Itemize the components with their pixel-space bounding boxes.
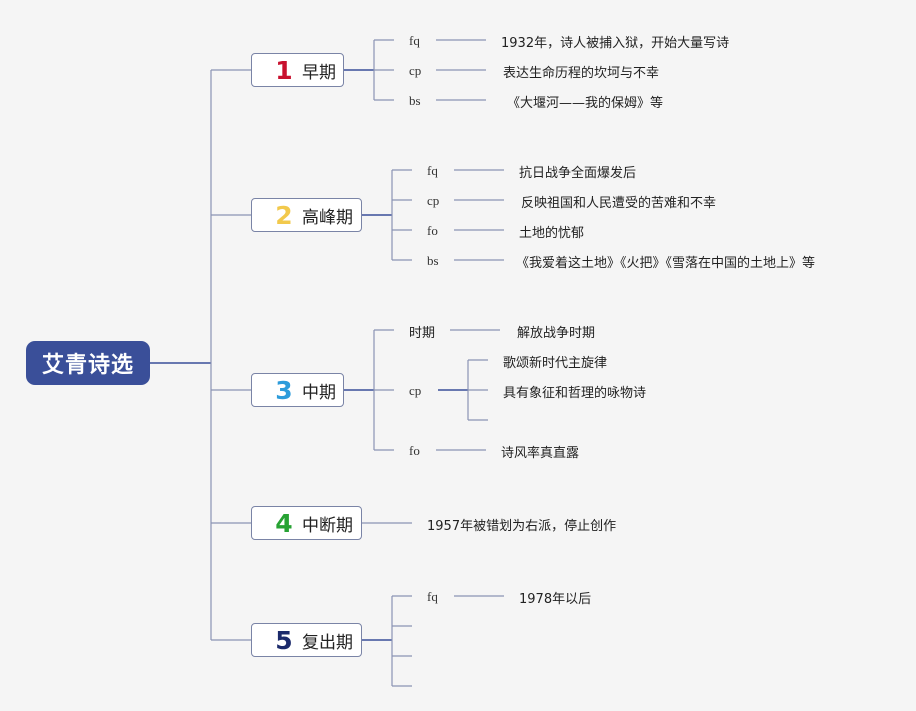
item-key: bs xyxy=(427,253,439,268)
number-3-icon: 3 xyxy=(275,375,293,405)
item-key: bs xyxy=(409,93,421,108)
item-key: 时期 xyxy=(409,326,436,341)
item-key: fq xyxy=(427,589,438,604)
item-value: 1932年，诗人被捕入狱，开始大量写诗 xyxy=(501,36,730,51)
item-value: 表达生命历程的坎坷与不幸 xyxy=(503,66,660,81)
period-node-early[interactable]: 1 早期 xyxy=(251,53,344,87)
item-key: fo xyxy=(427,223,438,238)
item-value: 反映祖国和人民遭受的苦难和不幸 xyxy=(521,196,717,211)
item-key: fq xyxy=(427,163,438,178)
period-label: 中期 xyxy=(302,382,336,403)
period-node-comeback[interactable]: 5 复出期 xyxy=(251,623,362,657)
item-value: 《大堰河——我的保姆》等 xyxy=(507,96,664,111)
item-value: 1957年被错划为右派，停止创作 xyxy=(427,519,617,534)
item-value: 土地的忧郁 xyxy=(519,226,585,241)
number-4-icon: 4 xyxy=(275,508,293,538)
number-2-icon: 2 xyxy=(275,200,293,230)
item-key: fo xyxy=(409,443,420,458)
item-key: cp xyxy=(409,63,422,78)
item-key: fq xyxy=(409,33,420,48)
period-node-interrupted[interactable]: 4 中断期 xyxy=(251,506,362,540)
item-key: cp xyxy=(427,193,440,208)
number-5-icon: 5 xyxy=(275,625,293,655)
period-node-peak[interactable]: 2 高峰期 xyxy=(251,198,362,232)
item-key: cp xyxy=(409,383,422,398)
period-node-middle[interactable]: 3 中期 xyxy=(251,373,344,407)
item-value: 《我爱着这土地》《火把》《雪落在中国的土地上》等 xyxy=(516,256,816,271)
item-value: 抗日战争全面爆发后 xyxy=(519,166,637,181)
item-value: 具有象征和哲理的咏物诗 xyxy=(503,386,647,401)
period-label: 高峰期 xyxy=(302,207,353,228)
item-value: 解放战争时期 xyxy=(517,326,596,341)
period-label: 早期 xyxy=(302,62,336,83)
item-value: 诗风率真直露 xyxy=(501,446,580,461)
item-value: 歌颂新时代主旋律 xyxy=(503,356,608,371)
period-label: 复出期 xyxy=(302,632,353,653)
root-node[interactable]: 艾青诗选 xyxy=(26,341,150,385)
period-label: 中断期 xyxy=(302,515,353,536)
number-1-icon: 1 xyxy=(275,55,293,85)
item-value: 1978年以后 xyxy=(519,592,592,607)
